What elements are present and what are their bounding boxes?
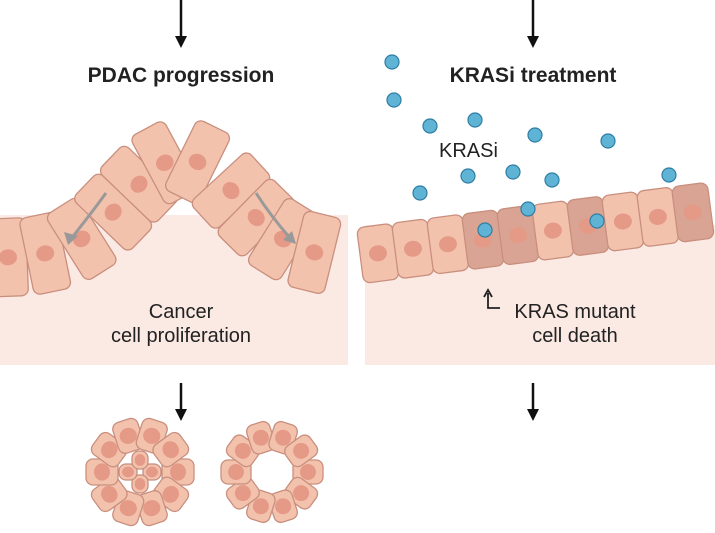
krasi-molecule (520, 201, 536, 217)
epithelial-cell (356, 223, 400, 284)
epithelial-cell (287, 210, 342, 294)
epithelial-cell (0, 217, 29, 298)
organoid-cell (284, 434, 319, 468)
krasi-molecule (600, 133, 616, 149)
epithelial-cell (531, 200, 575, 261)
epithelial-cell (165, 120, 231, 204)
organoid-cell (152, 431, 190, 468)
down-arrow-icon (175, 0, 187, 48)
epithelial-cell (671, 182, 715, 243)
organoid-cell (131, 450, 149, 470)
label-krasi: KRASi (439, 140, 498, 162)
krasi-molecule (505, 164, 521, 180)
krasi-molecule (527, 127, 543, 143)
organoid-cell (225, 476, 260, 510)
epithelial-cell (191, 152, 271, 229)
epithelial-cell (601, 191, 645, 252)
down-arrow-icon (527, 383, 539, 421)
epithelial-cell (426, 214, 470, 275)
organoid-cell (220, 459, 252, 485)
krasi-molecule (544, 172, 560, 188)
migration-arrow-icon (64, 192, 108, 245)
label-line: Cancer (148, 301, 214, 323)
organoid-cell (118, 463, 138, 481)
epithelial-cell (99, 145, 179, 223)
krasi-molecule (460, 168, 476, 184)
krasi-molecule (661, 167, 677, 183)
krasi-molecules (384, 54, 677, 238)
label-line: cell proliferation (110, 325, 252, 347)
label-line: cell death (532, 325, 618, 347)
krasi-molecule (422, 118, 438, 134)
krasi-molecule (386, 92, 402, 108)
epithelial-cell (496, 205, 540, 266)
title-pdac-progression: PDAC progression (87, 64, 275, 87)
organoid-cell (142, 463, 162, 481)
organoid-cell (268, 489, 299, 524)
krasi-molecule (412, 185, 428, 201)
krasi-molecule (467, 112, 483, 128)
krasi-molecule (384, 54, 400, 70)
pointer-arrow-icon (483, 288, 500, 309)
label-kras-mutant-death: KRAS mutant cell death (505, 300, 645, 348)
epithelial-cell (391, 218, 435, 279)
down-arrow-icon (175, 383, 187, 421)
organoid-cell (90, 476, 128, 513)
label-cancer-proliferation: Cancer cell proliferation (91, 300, 271, 348)
down-arrow-icon (527, 0, 539, 48)
krasi-molecule (589, 213, 605, 229)
krasi-molecule (477, 222, 493, 238)
organoid-cell (245, 420, 276, 455)
organoid-cell (131, 474, 149, 494)
title-krasi-treatment: KRASi treatment (449, 64, 617, 87)
label-line: KRAS mutant (514, 301, 636, 323)
epithelial-cell (46, 197, 117, 280)
arrows (64, 0, 539, 421)
migration-arrow-icon (254, 192, 296, 244)
epithelial-cell (74, 173, 153, 251)
